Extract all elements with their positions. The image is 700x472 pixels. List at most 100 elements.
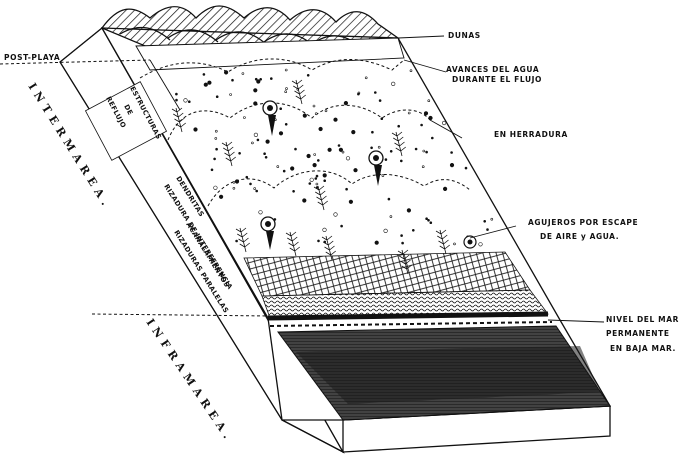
sand-dot: [232, 187, 236, 190]
sand-dot: [215, 147, 218, 151]
sand-dot: [384, 158, 388, 161]
label-avances-line2: DURANTE EL FLUJO: [452, 75, 542, 84]
sand-dot: [420, 123, 423, 127]
sand-dot: [302, 113, 307, 118]
label-agujeros-line1: AGUJEROS POR ESCAPE: [528, 218, 638, 227]
sand-dot: [251, 141, 254, 145]
sand-dot: [202, 73, 206, 76]
escape-hole: [368, 150, 384, 186]
sand-dot: [255, 189, 259, 193]
permanent-water: [277, 325, 611, 421]
sand-dot: [427, 219, 430, 222]
sand-dot: [210, 168, 214, 172]
sand-dot: [442, 120, 447, 126]
sand-dot: [243, 116, 246, 119]
sand-dot: [373, 91, 377, 94]
zone-inframarea: INFRAMAREA.: [144, 316, 237, 445]
sand-dot: [258, 210, 263, 215]
reflux-structures-label: ESTRUCTURAS DE REFLUJO: [84, 81, 168, 161]
sand-dot: [483, 220, 487, 223]
sand-dot: [425, 150, 428, 154]
sand-dot: [318, 126, 323, 132]
sand-dot: [306, 153, 311, 159]
sand-dot: [383, 228, 388, 233]
sand-dot: [490, 217, 494, 221]
sand-dot: [254, 77, 258, 81]
sand-dot: [364, 76, 368, 80]
sand-dot: [234, 179, 240, 184]
sand-dot: [238, 152, 241, 155]
sand-dot: [285, 87, 288, 90]
sand-dot: [312, 163, 317, 168]
label-herradura: EN HERRADURA: [494, 130, 568, 139]
sand-dot: [423, 111, 429, 116]
sand-dot: [253, 132, 258, 137]
sand-dot: [351, 130, 356, 135]
sand-dot: [374, 240, 379, 245]
sand-dot: [397, 124, 401, 128]
dendrite: [221, 141, 236, 167]
sand-dot: [407, 111, 411, 115]
sand-dot: [292, 190, 295, 193]
dendrite: [313, 185, 328, 211]
sand-dot: [284, 90, 288, 93]
dendrite: [235, 227, 250, 253]
sand-dot: [241, 72, 245, 75]
sand-dot: [478, 242, 483, 247]
sand-dot: [486, 228, 489, 231]
sand-dot: [430, 136, 434, 140]
sand-dot: [400, 234, 403, 237]
sand-dot: [464, 166, 468, 170]
sand-dot: [313, 153, 317, 156]
sand-dot: [263, 152, 266, 155]
sand-dot: [315, 174, 319, 178]
sand-dot: [188, 100, 191, 103]
zone-boundaries: [0, 59, 269, 317]
sand-dot: [315, 182, 319, 186]
sand-dot: [302, 198, 307, 203]
sand-dot: [278, 131, 284, 136]
escape-hole: [262, 100, 278, 136]
sand-dot: [427, 99, 431, 102]
sand-dot: [284, 123, 288, 126]
sand-dot: [214, 137, 218, 140]
sand-dot: [215, 95, 219, 98]
dendrite: [391, 131, 406, 157]
sand-dot: [253, 101, 258, 106]
escape-hole: [463, 235, 477, 249]
sand-dot: [213, 157, 216, 161]
sand-dot: [409, 69, 413, 72]
sand-dot: [333, 212, 338, 217]
sand-dot: [324, 109, 328, 113]
sand-dot: [345, 187, 348, 191]
sand-dot: [411, 229, 415, 232]
sand-dot: [306, 74, 310, 77]
sand-dot: [284, 68, 288, 72]
sand-dot: [322, 173, 327, 178]
sand-dot: [414, 147, 418, 151]
sand-dot: [193, 127, 198, 132]
sand-dot: [224, 70, 229, 75]
sand-dot: [308, 182, 312, 185]
sand-dot: [232, 181, 236, 184]
sand-dot: [323, 179, 327, 182]
sand-dot: [231, 78, 234, 82]
sand-dot: [443, 186, 448, 191]
sand-dot: [345, 156, 351, 161]
sand-dot: [256, 138, 260, 142]
sand-dot: [381, 174, 385, 177]
escape-holes: [260, 100, 477, 250]
sand-dot: [253, 88, 258, 93]
sand-dot: [183, 98, 188, 103]
sand-dot: [290, 166, 295, 171]
parallel-ripples: [261, 289, 553, 327]
dendrite: [291, 79, 306, 105]
sand-dot: [378, 99, 382, 102]
sand-dot: [322, 227, 327, 232]
dendrites: [171, 79, 450, 275]
sand-dots: [175, 68, 494, 247]
sand-dot: [389, 150, 393, 153]
sand-dot: [377, 145, 381, 149]
sand-dot: [276, 165, 280, 168]
